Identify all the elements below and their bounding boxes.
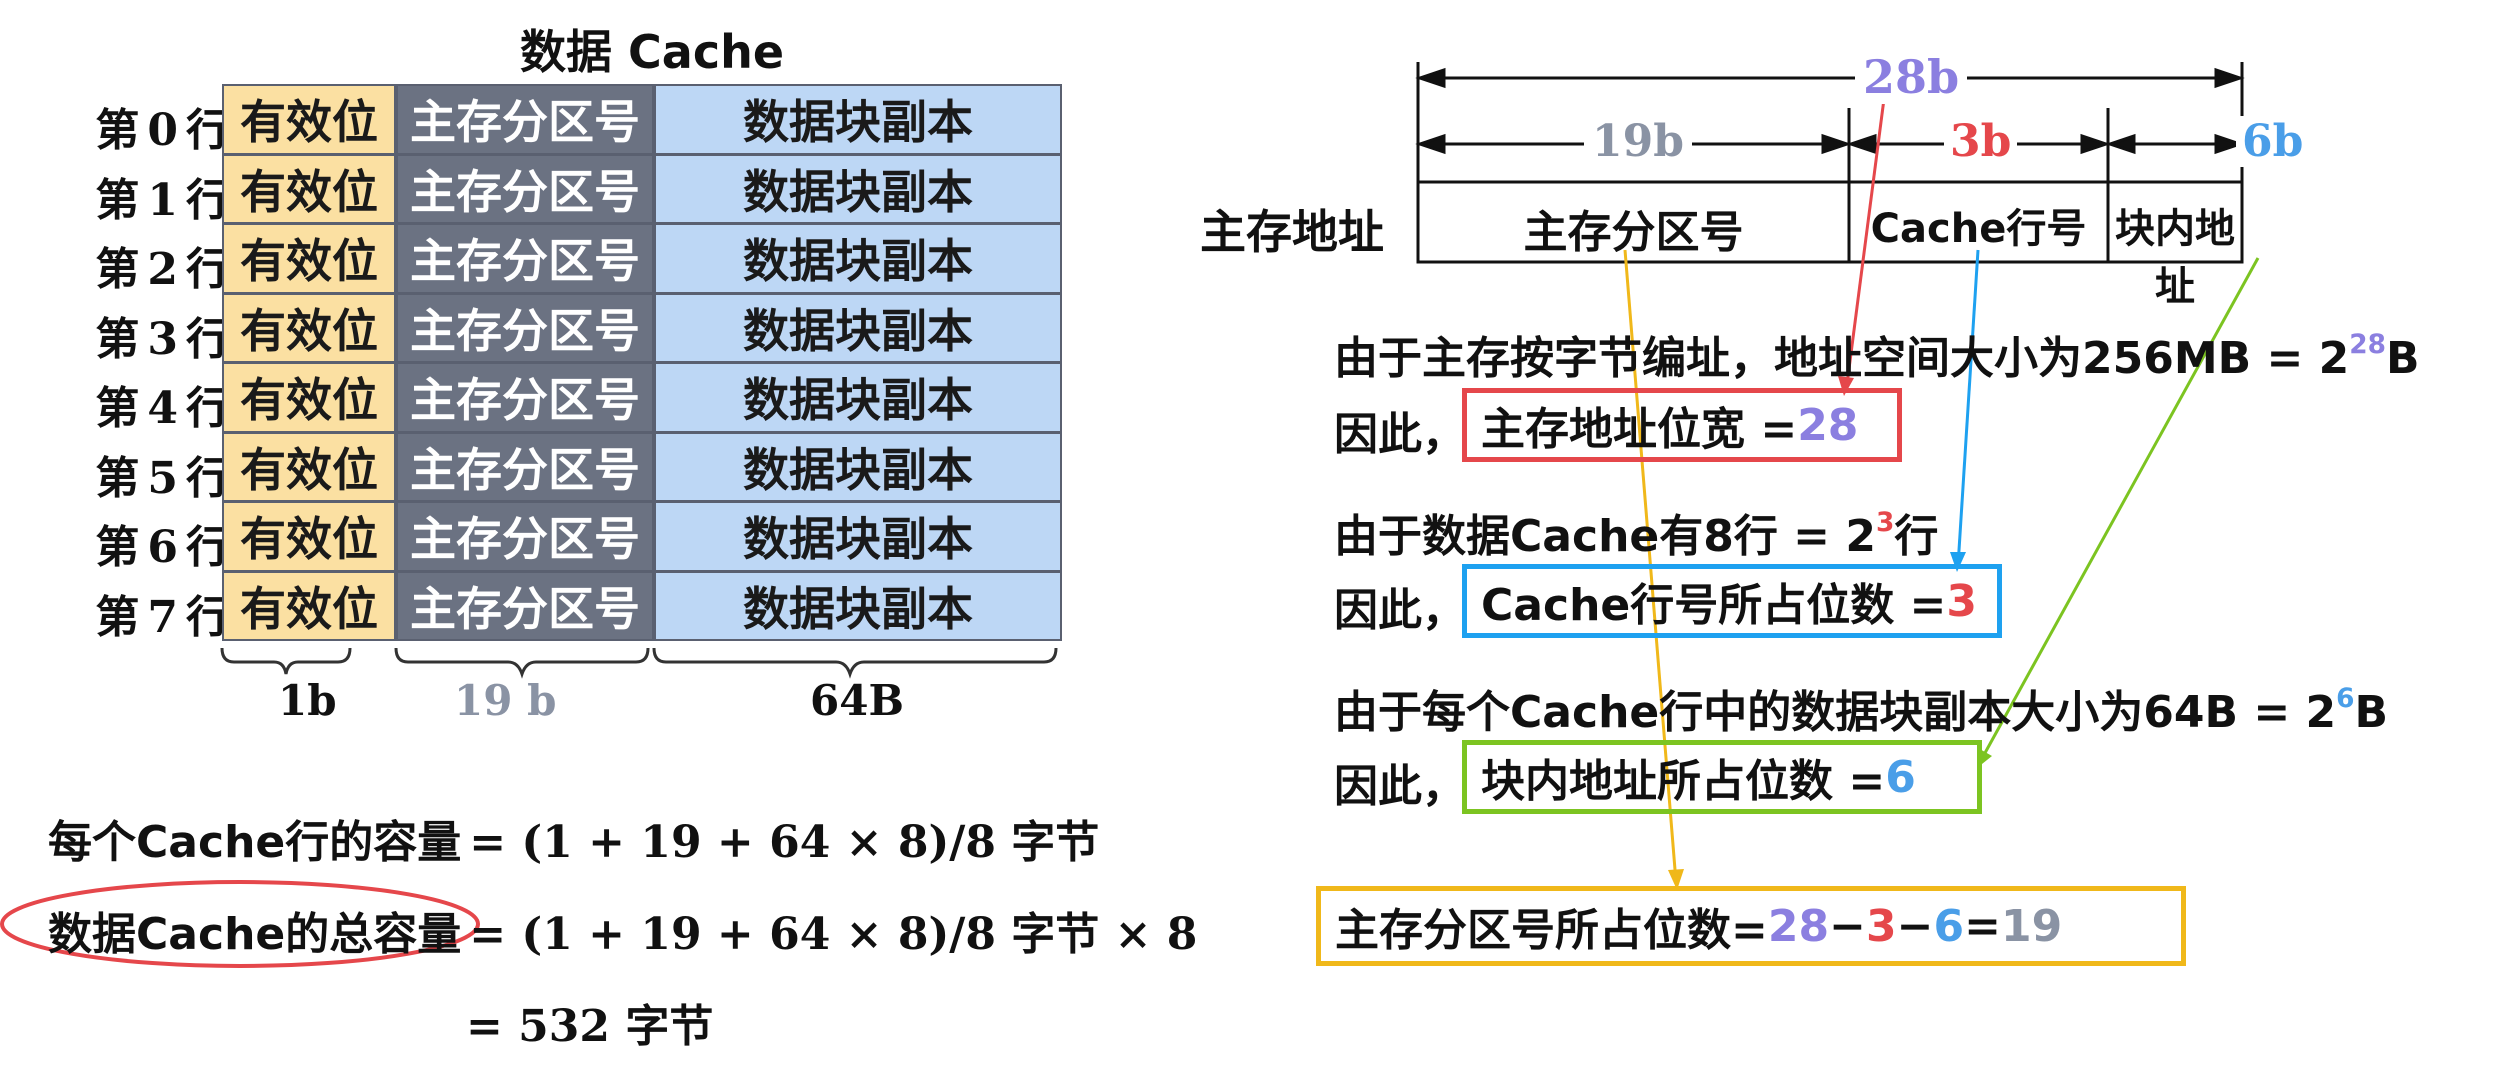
valid-bit-cell-2: 有效位 [222,223,396,294]
row-prefix: 第 [95,174,140,226]
data-block-cell-5: 数据块副本 [654,431,1062,502]
tag-cell-1: 主存分区号 [396,153,654,224]
width-valid: 1b [278,676,337,725]
brace-data [652,647,1058,679]
field-index: Cache行号 [1870,206,2087,252]
box3-text: 块内地址所占位数 = [1481,756,1886,807]
data-block-cell-7: 数据块副本 [654,570,1062,641]
box4-m1: − [1829,900,1866,952]
row-prefix: 第 [95,244,140,295]
pointer-index [1956,249,1980,567]
line1-tail: B [2386,333,2420,384]
eq2-expr: = (1 + 19 + 64 × 8)/8 字节 × 8 [469,909,1198,960]
row-index: 5 [147,452,178,504]
valid-bit-cell-6: 有效位 [222,501,396,572]
address-label: 主存地址 [1200,205,1384,259]
line5: 由于每个Cache行中的数据块副本大小为64B = 26B [1334,676,2388,740]
row-prefix: 第 [95,383,140,434]
line5-text: 由于每个Cache行中的数据块副本大小为64B = 2 [1334,687,2337,738]
box4-text: 主存分区号所占位数= [1335,905,1768,956]
eq1-label: 每个Cache行的容量 [48,817,462,868]
eq1: 每个Cache行的容量= (1 + 19 + 64 × 8)/8 字节 [48,806,1099,870]
row-prefix: 第 [95,313,140,365]
line3-exp: 3 [1875,507,1895,539]
line4-prefix: 因此， [1334,585,1466,636]
tag-cell-3: 主存分区号 [396,292,654,363]
address-box [1416,180,2244,264]
width-index-field: 3b [1944,116,2018,167]
tag-cell-0: 主存分区号 [396,84,654,155]
width-data: 64B [810,676,904,725]
row-prefix: 第 [95,522,140,573]
eq2-label: 数据Cache的总容量 [48,909,462,960]
data-block-cell-2: 数据块副本 [654,223,1062,294]
row-index: 7 [147,591,178,643]
valid-bit-cell-7: 有效位 [222,570,396,641]
row-index: 4 [147,383,178,434]
cache-title: 数据 Cache [520,25,785,79]
width-tag: 19 b [454,676,557,725]
valid-bit-cell-0: 有效位 [222,84,396,155]
box1-text: 主存地址位宽 = [1481,404,1798,455]
box-tag-bits: 主存分区号所占位数= 28 − 3 − 6 = 19 [1316,886,2186,966]
line5-exp: 6 [2336,683,2355,715]
line3: 由于数据Cache有8行 = 23行 [1334,500,1938,564]
box4-v4: 19 [2000,900,2063,952]
line6-prefix: 因此， [1334,761,1466,812]
row-index: 1 [147,174,178,226]
highlight-ellipse [0,880,480,968]
row-prefix: 第 [95,591,140,643]
field-offset: 块内地址 [2115,206,2235,310]
line3-tail: 行 [1894,511,1939,562]
width-total: 28b [1855,50,1968,104]
box4-v2: 3 [1865,900,1897,952]
pointer-offset [1978,257,2260,763]
line1-text: 由于主存按字节编址，地址空间大小为256MB = 2 [1334,333,2350,384]
data-block-cell-1: 数据块副本 [654,153,1062,224]
line3-text: 由于数据Cache有8行 = 2 [1334,511,1876,562]
box4-eq: = [1964,900,2001,952]
box4-m2: − [1896,900,1934,952]
tag-cell-2: 主存分区号 [396,223,654,294]
width-offset-field: 6b [2236,116,2310,167]
line5-tail: B [2354,687,2389,738]
field-tag: 主存分区号 [1523,207,1744,258]
line1: 由于主存按字节编址，地址空间大小为256MB = 228B [1334,322,2420,386]
line2-prefix: 因此， [1334,409,1466,460]
row-index: 6 [147,522,178,573]
width-tag-field: 19b [1584,116,1692,167]
brace-tag [394,647,650,679]
box-address-width: 主存地址位宽 = 28 [1462,388,1902,462]
eq1-expr: = (1 + 19 + 64 × 8)/8 字节 [469,817,1100,868]
row-index: 0 [147,105,178,156]
brace-valid [220,647,352,675]
line1-exp: 28 [2349,329,2387,361]
tag-cell-5: 主存分区号 [396,431,654,502]
data-block-cell-6: 数据块副本 [654,501,1062,572]
valid-bit-cell-4: 有效位 [222,362,396,433]
tag-cell-6: 主存分区号 [396,501,654,572]
pointer-total [1844,67,1890,393]
box3-val: 6 [1885,751,1916,803]
box2-val: 3 [1946,575,1978,627]
row-index: 2 [147,244,178,295]
box1-val: 28 [1797,399,1859,451]
row-index: 3 [147,313,178,365]
eq3: = 532 字节 [466,1001,714,1052]
box4-v1: 28 [1767,900,1830,952]
row-prefix: 第 [95,105,140,156]
eq2: 数据Cache的总容量= (1 + 19 + 64 × 8)/8 字节 × 8 [48,898,1197,962]
row-prefix: 第 [95,452,140,504]
box-index-bits: Cache行号所占位数 = 3 [1462,564,2002,638]
box2-text: Cache行号所占位数 = [1481,580,1947,631]
box4-v3: 6 [1933,900,1965,952]
box-offset-bits: 块内地址所占位数 = 6 [1462,740,1982,814]
tag-cell-7: 主存分区号 [396,570,654,641]
